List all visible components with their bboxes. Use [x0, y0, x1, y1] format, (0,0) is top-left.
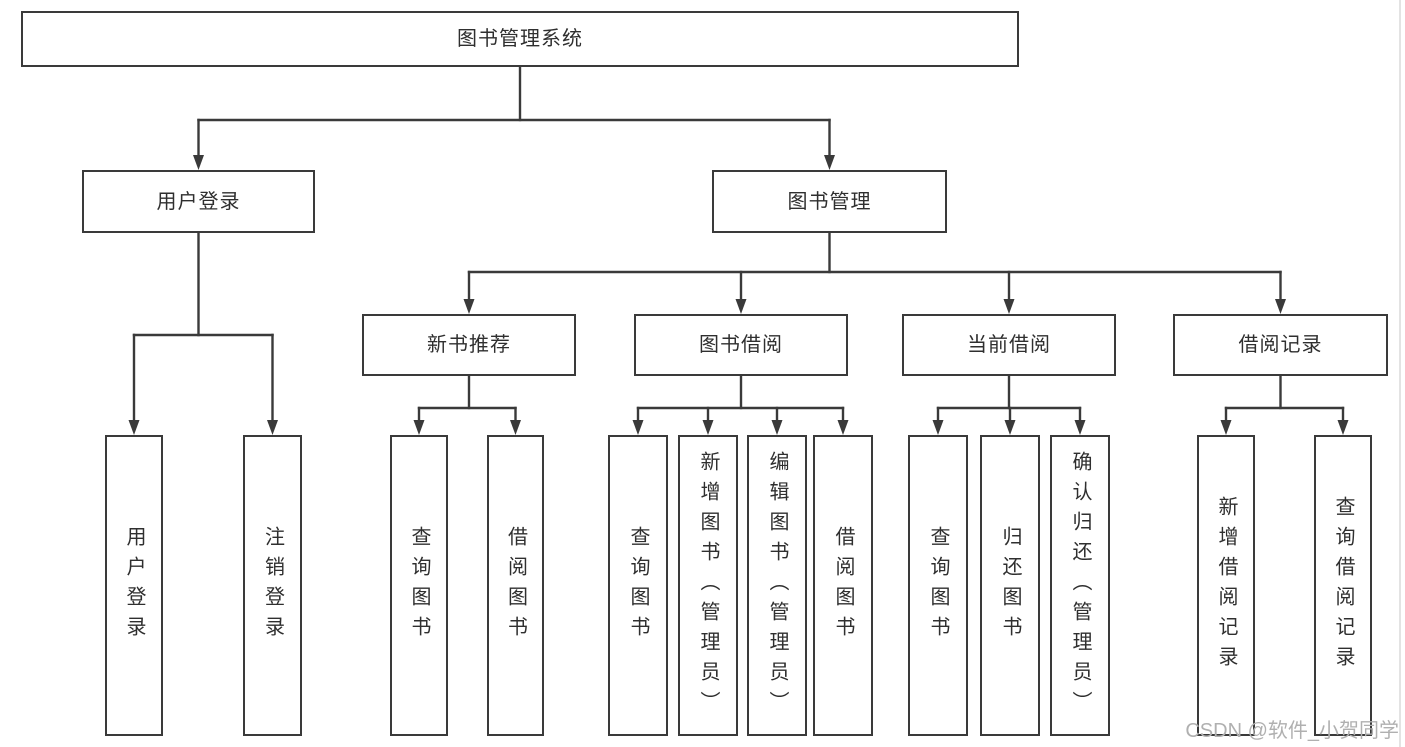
node-leaf-confirm-return: 确认归还（管理员）: [1050, 435, 1110, 736]
node-label-leaf-user-login: 用户登录: [123, 525, 145, 646]
arrowhead-down-icon: [128, 420, 140, 435]
node-label-leaf-query-book-1: 查询图书: [408, 525, 430, 646]
node-book-mgmt: 图书管理: [712, 170, 947, 233]
arrowhead-down-icon: [771, 420, 783, 435]
node-label-leaf-add-borrow-record: 新增借阅记录: [1215, 495, 1237, 676]
node-label-new-book-rec: 新书推荐: [427, 334, 511, 356]
arrowhead-down-icon: [632, 420, 644, 435]
node-label-leaf-borrow-book-2: 借阅图书: [832, 525, 854, 646]
node-label-current-borrow: 当前借阅: [967, 334, 1051, 356]
node-current-borrow: 当前借阅: [902, 314, 1116, 376]
arrowhead-down-icon: [932, 420, 944, 435]
arrowhead-down-icon: [1074, 420, 1086, 435]
arrowhead-down-icon: [837, 420, 849, 435]
node-label-leaf-return-book: 归还图书: [999, 525, 1021, 646]
arrowhead-down-icon: [1275, 299, 1286, 314]
node-label-leaf-confirm-return: 确认归还（管理员）: [1069, 450, 1091, 721]
node-leaf-query-book-3: 查询图书: [908, 435, 968, 736]
arrowhead-down-icon: [193, 155, 204, 170]
node-label-book-borrow: 图书借阅: [699, 334, 783, 356]
node-leaf-logout: 注销登录: [243, 435, 302, 736]
arrowhead-down-icon: [267, 420, 278, 435]
node-label-leaf-query-book-3: 查询图书: [927, 525, 949, 646]
node-user-login: 用户登录: [82, 170, 315, 233]
node-label-leaf-query-borrow-record: 查询借阅记录: [1332, 495, 1354, 676]
node-label-root: 图书管理系统: [457, 28, 583, 50]
page-right-edge-line: [1399, 0, 1401, 747]
arrowhead-down-icon: [824, 155, 835, 170]
node-leaf-edit-book: 编辑图书（管理员）: [747, 435, 807, 736]
arrowhead-down-icon: [735, 299, 747, 314]
watermark: CSDN @软件_小贺同学: [1185, 720, 1399, 742]
node-new-book-rec: 新书推荐: [362, 314, 576, 376]
node-borrow-record: 借阅记录: [1173, 314, 1388, 376]
node-label-book-mgmt: 图书管理: [787, 190, 872, 213]
node-label-user-login: 用户登录: [156, 190, 241, 213]
node-leaf-add-borrow-record: 新增借阅记录: [1197, 435, 1255, 736]
node-label-leaf-borrow-book-1: 借阅图书: [504, 525, 527, 646]
arrowhead-down-icon: [463, 299, 475, 314]
node-label-leaf-logout: 注销登录: [261, 525, 284, 646]
node-leaf-borrow-book-1: 借阅图书: [487, 435, 544, 736]
arrowhead-down-icon: [1003, 299, 1015, 314]
node-root: 图书管理系统: [21, 11, 1019, 67]
arrowhead-down-icon: [510, 420, 521, 435]
node-leaf-query-borrow-record: 查询借阅记录: [1314, 435, 1372, 736]
node-label-borrow-record: 借阅记录: [1238, 334, 1323, 356]
node-label-leaf-add-book: 新增图书（管理员）: [697, 450, 719, 721]
arrowhead-down-icon: [1220, 420, 1232, 435]
node-leaf-user-login: 用户登录: [105, 435, 163, 736]
node-leaf-borrow-book-2: 借阅图书: [813, 435, 873, 736]
arrowhead-down-icon: [413, 420, 425, 435]
node-leaf-add-book: 新增图书（管理员）: [678, 435, 738, 736]
arrowhead-down-icon: [1004, 420, 1016, 435]
node-leaf-query-book-1: 查询图书: [390, 435, 448, 736]
arrowhead-down-icon: [702, 420, 714, 435]
node-leaf-query-book-2: 查询图书: [608, 435, 668, 736]
node-book-borrow: 图书借阅: [634, 314, 848, 376]
arrowhead-down-icon: [1337, 420, 1349, 435]
node-label-leaf-query-book-2: 查询图书: [627, 525, 649, 646]
node-label-leaf-edit-book: 编辑图书（管理员）: [766, 450, 788, 721]
node-leaf-return-book: 归还图书: [980, 435, 1040, 736]
